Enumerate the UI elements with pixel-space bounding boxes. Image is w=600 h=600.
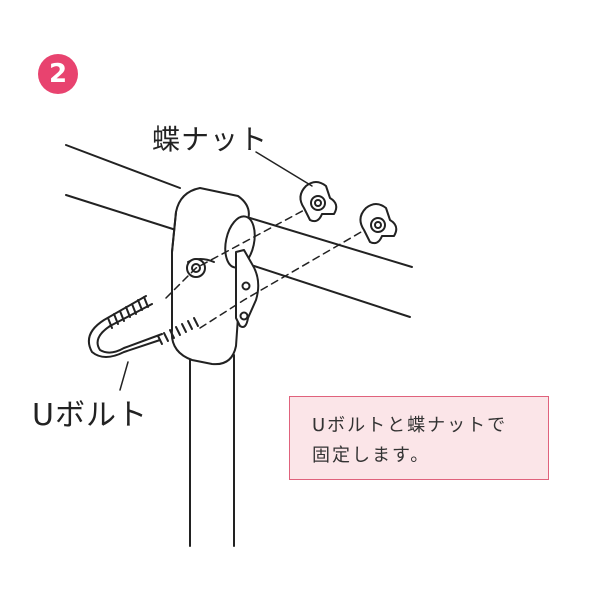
guide-lines: [165, 207, 369, 329]
u-bolt: [88, 295, 199, 358]
wing-nut-2: [359, 203, 398, 245]
wing-nut-label: 蝶ナット: [152, 123, 269, 156]
instruction-note: Uボルトと蝶ナットで 固定します。: [289, 396, 549, 480]
note-line-1: Uボルトと蝶ナットで: [312, 415, 508, 436]
horizontal-pipe: [65, 144, 413, 318]
wing-nut-1: [299, 181, 338, 223]
u-bolt-label: Uボルト: [32, 398, 148, 433]
step-number-badge: 2: [38, 54, 78, 94]
bolt-bracket: [235, 249, 260, 328]
note-line-2: 固定します。: [312, 445, 431, 466]
leader-lines: [119, 151, 313, 391]
vertical-pole: [189, 354, 235, 547]
